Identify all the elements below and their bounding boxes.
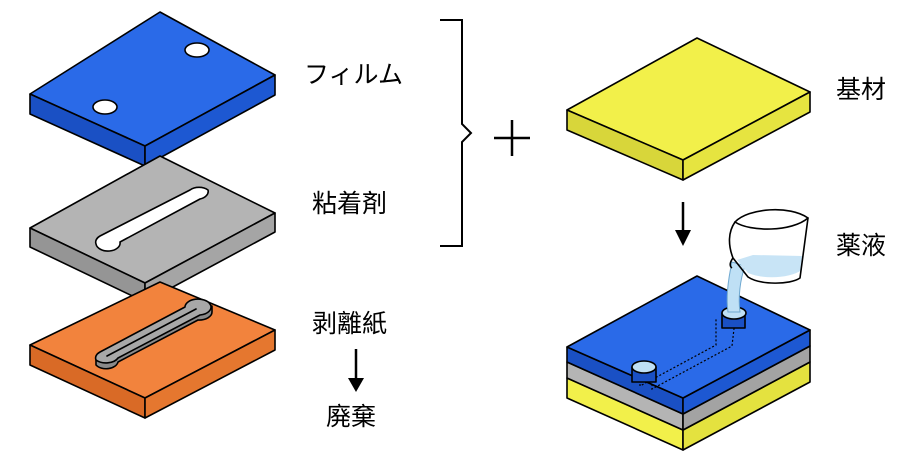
film-right-face (144, 74, 276, 167)
curly-brace-icon (440, 19, 473, 247)
plus-icon (494, 120, 530, 156)
beaker-spout (729, 257, 734, 269)
film-hole-left (92, 99, 118, 115)
beaker-liquid (737, 255, 802, 278)
beaker-rim (734, 217, 809, 230)
film-label: フィルム (304, 60, 403, 89)
film-hole-right (184, 42, 210, 58)
film-layer (29, 11, 276, 167)
chemical-label: 薬液 (836, 231, 886, 260)
liquid-stream (726, 261, 746, 313)
adhesive-layer (29, 155, 276, 303)
release-paper-channel-inner (106, 308, 197, 357)
down-arrow-icon (348, 349, 364, 392)
beaker-icon (728, 208, 809, 284)
release-paper-layer (29, 281, 276, 419)
discard-label: 廃棄 (326, 402, 376, 431)
outlet-hole (631, 360, 657, 374)
substrate-right-face (682, 91, 811, 181)
adhesive-channel-cutout (94, 186, 209, 252)
down-arrow-icon (675, 202, 691, 246)
release-paper-right-face (144, 329, 276, 419)
assembled-stack (566, 275, 811, 451)
adhesive-label: 粘着剤 (312, 189, 387, 218)
substrate-layer (566, 37, 811, 181)
release-paper-label: 剥離紙 (312, 309, 387, 338)
substrate-label: 基材 (836, 75, 886, 104)
